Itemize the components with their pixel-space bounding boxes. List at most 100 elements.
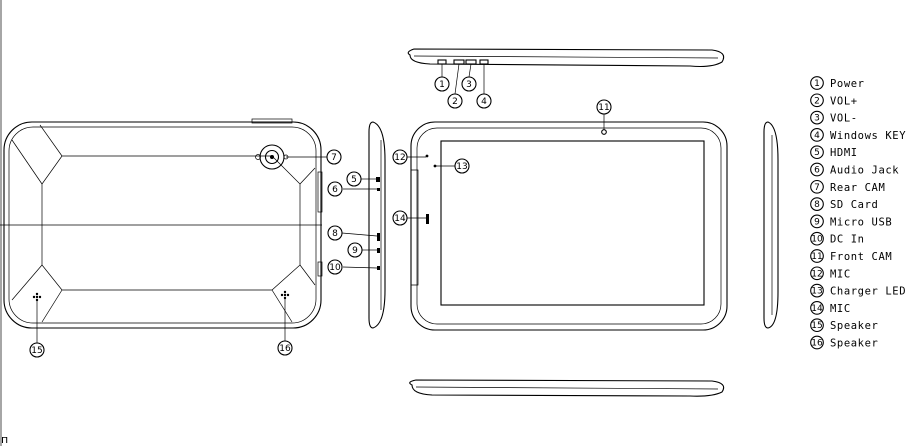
legend-number: 9 [814, 217, 820, 227]
legend-number: 8 [814, 200, 820, 210]
callout-number: 10 [329, 263, 341, 273]
callout-2: 2 [448, 94, 462, 108]
legend-label: DC In [830, 234, 865, 246]
callout-11: 11 [597, 100, 611, 114]
legend-item: 8 SD Card [811, 198, 879, 211]
legend-item: 2 VOL+ [811, 94, 858, 107]
callout-13: 13 [455, 159, 469, 173]
legend-label: VOL- [830, 113, 858, 125]
legend-number: 4 [814, 131, 820, 141]
callout-12: 12 [393, 150, 407, 164]
power-button [438, 60, 446, 64]
callout-1: 1 [435, 77, 449, 91]
legend-number: 1 [814, 79, 820, 89]
back-center-panel [42, 156, 300, 290]
callout-number: 3 [466, 80, 472, 90]
callout-number: 15 [31, 346, 42, 356]
back-panel-corner-tr [300, 168, 315, 184]
legend-number: 12 [811, 269, 822, 279]
back-panel-corner-tl2 [40, 125, 62, 156]
callout-6: 6 [328, 182, 342, 196]
callout-10: 10 [328, 260, 342, 274]
callout-number: 11 [598, 103, 609, 113]
legend-number: 14 [811, 304, 823, 314]
top-edge-view [408, 49, 723, 67]
back-panel-corner-tl [12, 140, 42, 184]
callout-5: 5 [347, 172, 361, 186]
legend-label: Audio Jack [830, 165, 899, 177]
legend-item: 13 Charger LED [811, 284, 906, 297]
callout-number: 8 [332, 229, 338, 239]
callout-number: 5 [351, 175, 357, 185]
legend-item: 12MIC [811, 267, 851, 280]
right-edge-view [764, 122, 778, 328]
back-view [4, 119, 322, 328]
charger-led-icon [434, 165, 437, 168]
front-view [411, 122, 727, 330]
bottom-edge-seam [416, 387, 718, 389]
legend-label: SD Card [830, 199, 878, 211]
legend-number: 5 [814, 148, 820, 158]
callout-16: 16 [278, 341, 292, 355]
legend-item: 1Power [811, 77, 865, 90]
legend-label: VOL+ [830, 95, 858, 107]
legend-item: 4 Windows KEY [811, 129, 907, 142]
callout-number: 14 [394, 214, 406, 224]
legend-number: 7 [814, 183, 820, 193]
vol-plus-button [454, 60, 464, 64]
callout-number: 4 [481, 97, 487, 107]
micro-usb-port [377, 248, 380, 253]
callout-15: 15 [30, 343, 44, 357]
callout-number: 12 [394, 153, 405, 163]
legend-item: 15Speaker [811, 319, 879, 332]
legend-label: Windows KEY [830, 130, 906, 142]
front-body-outer [411, 122, 727, 330]
side-view-ports [369, 122, 385, 328]
vol-minus-button [466, 60, 476, 64]
speaker-grille-icon [33, 293, 41, 301]
callout-4: 4 [477, 94, 491, 108]
legend-number: 13 [811, 287, 822, 297]
legend-number: 2 [814, 96, 820, 106]
callout-number: 13 [456, 162, 467, 172]
legend-item: 10 DC In [811, 232, 865, 245]
audio-jack-port [377, 188, 380, 191]
legend-item: 7 Rear CAM [811, 181, 886, 194]
callout-number: 16 [279, 344, 291, 354]
callout-9: 9 [348, 243, 362, 257]
legend-item: 9Micro USB [811, 215, 893, 228]
windows-key-button [480, 60, 488, 64]
dc-in-port [377, 266, 380, 270]
front-camera-icon [602, 130, 607, 135]
side-body-outline [369, 122, 385, 328]
callout-8: 8 [328, 226, 342, 240]
callout-number: 9 [352, 246, 358, 256]
back-panel-corner-br [300, 265, 315, 285]
front-body-inner [417, 128, 721, 324]
legend-number: 10 [811, 235, 823, 245]
legend-label: Speaker [830, 320, 878, 332]
legend-label: Rear CAM [830, 182, 885, 194]
legend-label: MIC [830, 303, 851, 315]
speaker-grille-icon [281, 291, 289, 299]
callout-14: 14 [393, 211, 407, 225]
callout-number: 2 [452, 97, 458, 107]
legend-number: 11 [811, 252, 822, 262]
back-panel-corner-bl2 [42, 290, 62, 322]
legend-label: Front CAM [830, 251, 892, 263]
legend-label: Charger LED [830, 286, 906, 298]
legend-number: 16 [811, 339, 823, 349]
callout-3: 3 [462, 77, 476, 91]
corner-mark: п [1, 433, 8, 446]
legend-label: Speaker [830, 338, 878, 350]
mic-hole-icon [426, 155, 429, 158]
callout-number: 7 [331, 153, 337, 163]
front-screen [441, 141, 704, 305]
rear-camera-icon [256, 145, 289, 169]
callout-number: 6 [332, 185, 338, 195]
mic-side-icon [426, 214, 429, 224]
